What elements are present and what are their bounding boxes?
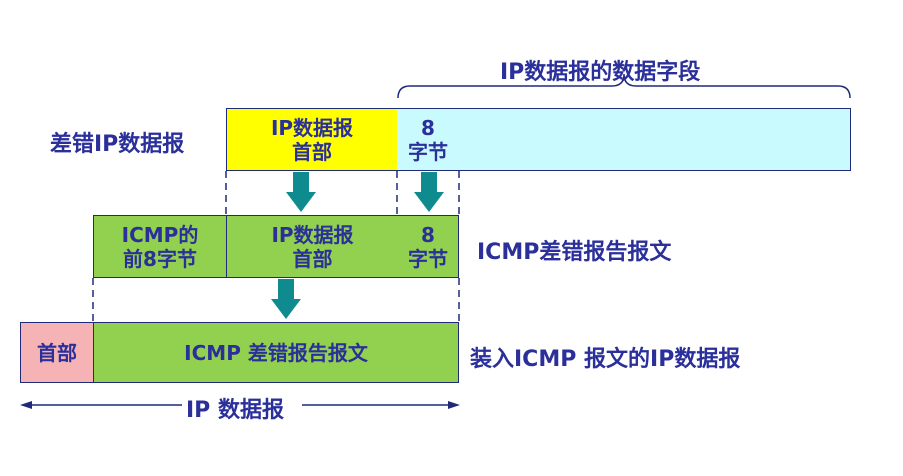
row2-eight-bytes-line1: 8 — [421, 222, 435, 247]
arrow-down-icon — [286, 172, 316, 212]
ip-with-icmp-label: 装入ICMP 报文的IP数据报 — [470, 347, 741, 372]
row1-ip-header: IP数据报 首部 — [226, 108, 398, 171]
row1-data-field: 8 字节 — [397, 108, 851, 171]
row1-eight-bytes-line2: 字节 — [408, 139, 448, 164]
arrow-down-icon — [271, 279, 301, 319]
row2-ip-header-line1: IP数据报 — [271, 222, 354, 247]
row2-icmp-first8-line2: 前8字节 — [123, 246, 197, 271]
row3-icmp-body: ICMP 差错报告报文 — [93, 322, 459, 383]
data-field-brace — [397, 73, 851, 99]
row2-eight-bytes-line2: 字节 — [408, 246, 448, 271]
row2-ip-header: IP数据报 首部 8 字节 — [226, 215, 459, 278]
row2-ip-header-line2: 首部 — [292, 246, 333, 271]
icmp-error-message-label: ICMP差错报告报文 — [477, 240, 672, 265]
error-ip-datagram-label: 差错IP数据报 — [50, 132, 185, 157]
data-field-label: IP数据报的数据字段 — [500, 60, 701, 85]
arrowhead-right — [448, 401, 460, 409]
row1-ip-header-line1: IP数据报 — [270, 115, 354, 140]
row1-ip-header-line2: 首部 — [291, 139, 332, 164]
row3-header: 首部 — [20, 322, 94, 383]
arrowhead-left — [20, 401, 32, 409]
row2-icmp-first8: ICMP的 前8字节 — [93, 215, 227, 278]
ip-datagram-dimension-label: IP 数据报 — [186, 398, 284, 423]
arrow-down-icon — [414, 172, 444, 212]
row2-icmp-first8-line1: ICMP的 — [121, 222, 199, 247]
row1-eight-bytes-line1: 8 — [421, 115, 435, 140]
